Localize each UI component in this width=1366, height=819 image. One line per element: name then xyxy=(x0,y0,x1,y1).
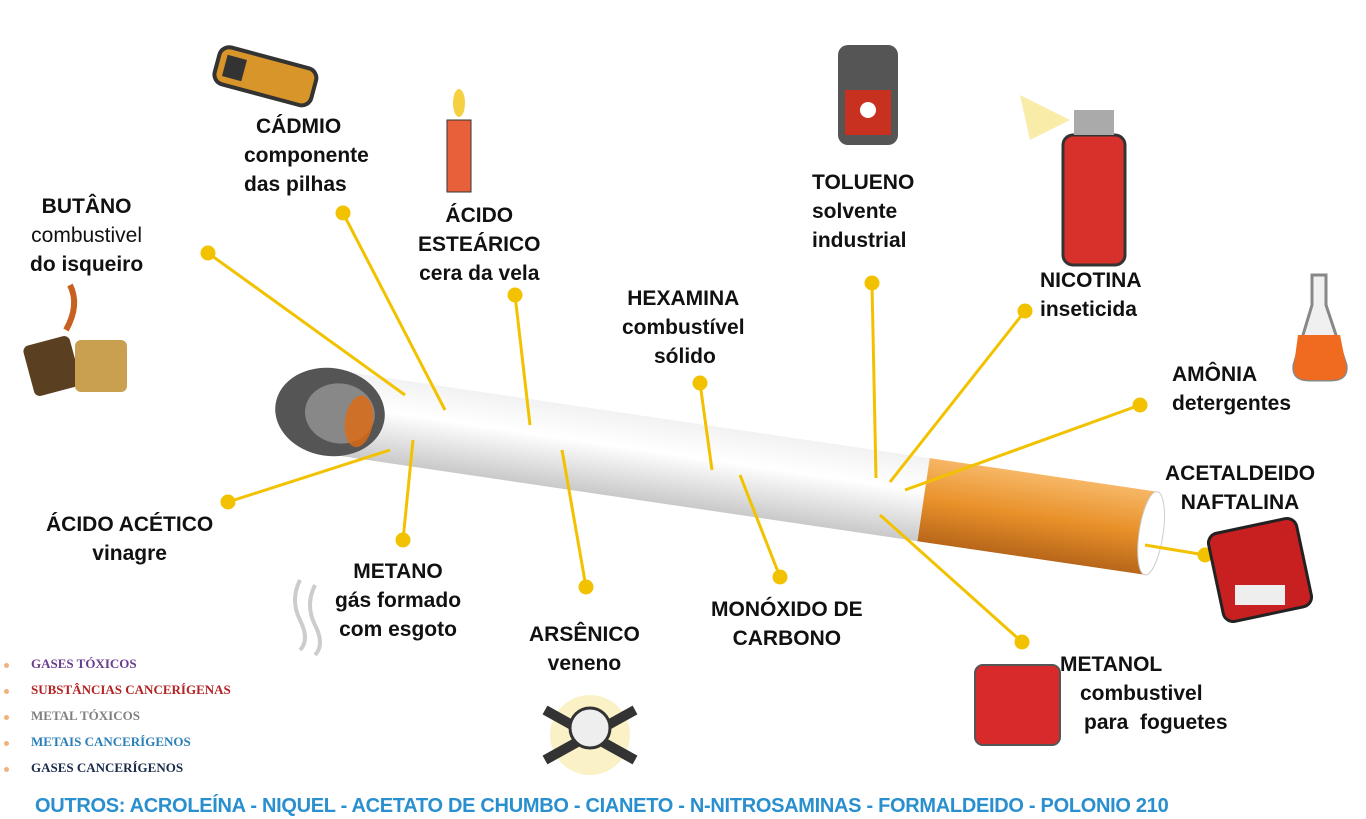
cigarette-paper xyxy=(323,370,930,542)
label-desc: vinagre xyxy=(92,542,167,565)
label-title: ARSÊNICO xyxy=(529,623,640,646)
connector-lines xyxy=(200,205,1213,650)
label-title: CARBONO xyxy=(732,627,842,650)
candle-icon xyxy=(446,89,472,193)
label-tolueno: TOLUENO solvente industrial xyxy=(812,168,914,255)
label-desc: das pilhas xyxy=(244,173,347,196)
label-desc: veneno xyxy=(547,652,622,675)
cigarette-filter xyxy=(917,458,1158,575)
label-title: HEXAMINA xyxy=(627,287,740,310)
label-title: METANO xyxy=(353,560,443,583)
label-acido-acetico: ÁCIDO ACÉTICO vinagre xyxy=(46,510,213,568)
legend-bullet xyxy=(4,740,9,746)
legend-item: METAIS CANCERÍGENOS xyxy=(4,733,231,759)
label-desc: solvente xyxy=(812,200,898,223)
label-desc: combustível xyxy=(622,316,745,339)
label-title: TOLUENO xyxy=(812,171,915,194)
legend-label: GASES CANCERÍGENOS xyxy=(31,760,184,775)
label-title: NAFTALINA xyxy=(1180,491,1300,514)
legend-item: GASES CANCERÍGENOS xyxy=(4,759,231,785)
label-desc: para foguetes xyxy=(1084,711,1228,734)
label-desc: detergentes xyxy=(1172,392,1292,415)
label-desc: inseticida xyxy=(1040,298,1137,321)
label-title: CÁDMIO xyxy=(256,115,342,138)
label-title: NICOTINA xyxy=(1040,269,1142,292)
label-acido-estearico: ÁCIDO ESTEÁRICO cera da vela xyxy=(418,201,541,288)
battery-icon xyxy=(212,45,319,108)
label-butano: BUTÂNO combustivel do isqueiro xyxy=(30,192,143,279)
label-desc: componente xyxy=(244,144,369,167)
label-arsenico: ARSÊNICO veneno xyxy=(529,620,640,678)
label-title: BUTÂNO xyxy=(41,195,132,218)
label-metanol: METANOL combustivel para foguetes xyxy=(1060,650,1228,737)
label-title: ÁCIDO xyxy=(445,204,514,227)
legend-bullet xyxy=(4,766,9,772)
legend-bullet xyxy=(4,714,9,720)
legend-item: GASES TÓXICOS xyxy=(4,655,231,681)
fuel-can-icon xyxy=(974,664,1061,746)
legend-label: SUBSTÂNCIAS CANCERÍGENAS xyxy=(31,682,231,697)
cigarette-ember xyxy=(344,395,374,448)
legend-label: METAIS CANCERÍGENOS xyxy=(31,734,191,749)
label-desc: do isqueiro xyxy=(30,253,144,276)
label-desc: sólido xyxy=(654,345,716,368)
label-acetaldeido: ACETALDEIDO NAFTALINA xyxy=(1165,459,1315,517)
label-desc: combustivel xyxy=(31,224,143,247)
label-title: AMÔNIA xyxy=(1172,363,1258,386)
legend-item: SUBSTÂNCIAS CANCERÍGENAS xyxy=(4,681,231,707)
label-title: ÁCIDO ACÉTICO xyxy=(46,513,214,536)
legend-label: GASES TÓXICOS xyxy=(31,656,137,671)
flask-icon xyxy=(1292,273,1348,382)
other-substances: OUTROS: ACROLEÍNA - NIQUEL - ACETATO DE … xyxy=(35,795,1169,817)
skull-crossbones-icon xyxy=(542,695,638,775)
label-desc: industrial xyxy=(812,229,907,252)
label-desc: gás formado xyxy=(335,589,462,612)
label-hexamina: HEXAMINA combustível sólido xyxy=(622,284,745,371)
label-desc: combustivel xyxy=(1080,682,1203,705)
cigarette xyxy=(275,367,1165,576)
paint-can-icon xyxy=(1206,516,1314,624)
filter-end xyxy=(1137,491,1165,576)
legend-bullet xyxy=(4,688,9,694)
lighter-icon xyxy=(23,283,127,396)
smoke-icon xyxy=(293,579,322,657)
label-title: MONÓXIDO DE xyxy=(711,598,863,621)
label-metano: METANO gás formado com esgoto xyxy=(335,557,461,644)
label-desc: com esgoto xyxy=(339,618,457,641)
label-title: METANOL xyxy=(1060,653,1163,676)
poison-bottle-icon xyxy=(838,45,898,145)
legend-bullet xyxy=(4,662,9,668)
label-monoxido: MONÓXIDO DE CARBONO xyxy=(711,595,863,653)
legend: GASES TÓXICOS SUBSTÂNCIAS CANCERÍGENAS M… xyxy=(4,655,231,785)
label-desc: cera da vela xyxy=(419,262,540,285)
label-nicotina: NICOTINA inseticida xyxy=(1040,266,1142,324)
label-title: ACETALDEIDO xyxy=(1165,462,1316,485)
label-cadmio: CÁDMIO componente das pilhas xyxy=(244,112,369,199)
legend-label: METAL TÓXICOS xyxy=(31,708,140,723)
label-title: ESTEÁRICO xyxy=(418,233,541,256)
label-amonia: AMÔNIA detergentes xyxy=(1172,360,1291,418)
legend-item: METAL TÓXICOS xyxy=(4,707,231,733)
insecticide-spray-icon xyxy=(1020,95,1127,267)
